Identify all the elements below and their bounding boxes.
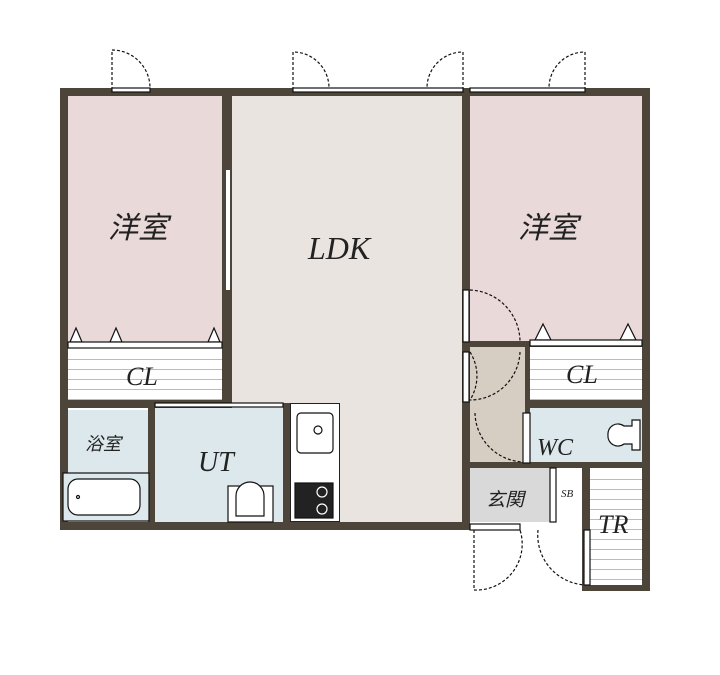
washbasin-icon bbox=[227, 481, 274, 523]
western-room-left bbox=[68, 96, 222, 345]
wall-wc-bottom bbox=[470, 462, 642, 468]
stove-icon bbox=[294, 482, 334, 519]
window-left bbox=[111, 49, 151, 93]
closet-doors-right bbox=[529, 322, 643, 347]
room-label-western-left: 洋室 bbox=[108, 212, 168, 245]
door-western-right bbox=[469, 289, 521, 343]
room-label-bathroom: 浴室 bbox=[85, 434, 121, 454]
window-right bbox=[469, 51, 586, 93]
closet-left bbox=[68, 350, 222, 400]
room-label-toilet: WC bbox=[537, 435, 573, 461]
door-wc bbox=[474, 412, 526, 463]
door-entrance bbox=[473, 529, 587, 591]
wall-bottom bbox=[60, 522, 470, 530]
wall-tr-left bbox=[582, 465, 590, 590]
closet-right bbox=[530, 350, 642, 400]
door-hallway bbox=[469, 351, 521, 401]
wall-left bbox=[60, 88, 68, 530]
wall-ut-kitchen bbox=[283, 403, 290, 522]
window-ldk bbox=[292, 51, 464, 93]
bathtub-icon bbox=[62, 472, 150, 522]
toilet-icon bbox=[607, 419, 641, 451]
trunk-room bbox=[590, 470, 642, 590]
wall-closet-left bbox=[68, 400, 232, 408]
wall-closet-wc bbox=[525, 400, 642, 408]
shoe-box bbox=[558, 468, 582, 522]
room-label-shoe-box: SB bbox=[561, 488, 574, 500]
sink-icon bbox=[296, 412, 334, 454]
entrance-area bbox=[470, 468, 555, 522]
room-label-entrance: 玄関 bbox=[486, 490, 525, 511]
wall-bath-ut bbox=[148, 408, 155, 522]
hallway bbox=[470, 345, 525, 465]
room-label-trunk-room: TR bbox=[598, 510, 629, 539]
room-label-western-right: 洋室 bbox=[518, 212, 578, 245]
wall-bottom-right bbox=[582, 585, 650, 591]
room-label-closet-right: CL bbox=[566, 360, 598, 389]
wall-right bbox=[642, 88, 650, 590]
room-label-closet-left: CL bbox=[126, 362, 158, 391]
room-label-utility: UT bbox=[198, 447, 234, 478]
closet-doors-left bbox=[67, 326, 223, 349]
room-label-ldk: LDK bbox=[308, 230, 371, 266]
